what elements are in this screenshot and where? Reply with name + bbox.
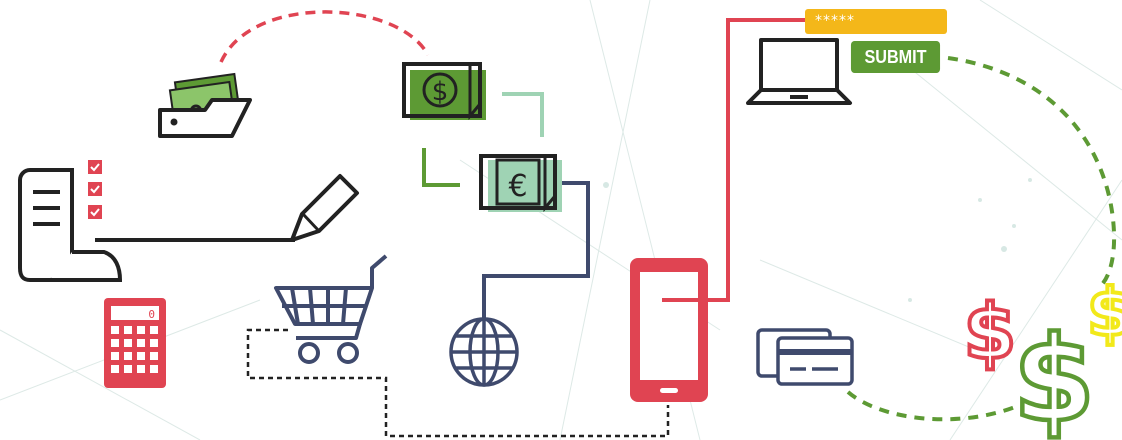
submit-button[interactable]: SUBMIT: [850, 41, 941, 73]
receipt-checklist-icon: [18, 160, 123, 282]
smartphone-icon: [630, 258, 708, 402]
cash-drawer-icon: [158, 72, 252, 138]
calculator-icon: 0: [104, 298, 166, 388]
calculator-display: 0: [148, 308, 155, 321]
green-arrow-connector: [422, 148, 460, 187]
dotted-cart-connector: [246, 328, 670, 438]
shopping-cart-icon: [274, 254, 388, 364]
dollar-signs-icon: $ $ $: [962, 272, 1122, 440]
password-field[interactable]: *****: [805, 9, 947, 34]
yellow-dollar-sign: $: [1087, 274, 1122, 351]
globe-icon: [449, 317, 519, 387]
dollar-bill-icon: $: [402, 62, 486, 121]
dashed-arc-connector: [219, 10, 430, 63]
euro-bill-symbol: €: [508, 169, 527, 204]
green-dollar-sign: $: [1013, 310, 1095, 440]
red-dollar-sign: $: [964, 287, 1017, 376]
mint-arrow-connector: [502, 92, 544, 137]
credit-card-icon: [756, 328, 854, 386]
pen-icon: [290, 174, 359, 242]
green-dashed-connector: [846, 56, 1117, 422]
laptop-icon: [746, 38, 852, 105]
checkbox-checked-icon: [88, 160, 102, 219]
dollar-bill-symbol: $: [432, 77, 449, 107]
navy-connector: [482, 181, 590, 320]
euro-bill-icon: €: [479, 154, 562, 213]
